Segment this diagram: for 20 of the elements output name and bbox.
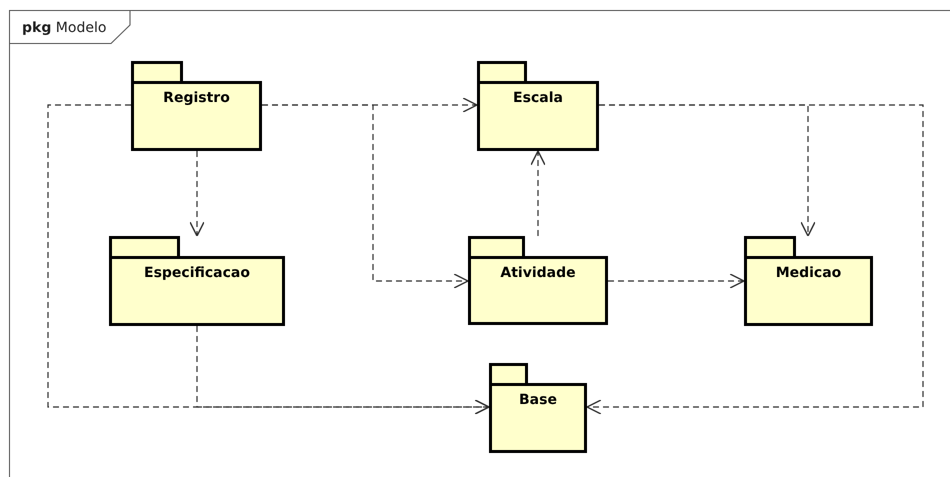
dependency-arrow <box>608 273 745 289</box>
package-name: Registro <box>162 89 231 107</box>
dependency-arrow <box>196 326 490 415</box>
package <box>744 236 873 326</box>
package-frame <box>9 10 950 477</box>
dependency-arrow <box>586 104 924 415</box>
frame-label: pkg Modelo <box>22 19 106 37</box>
package <box>477 61 599 151</box>
package-name: Escala <box>512 89 564 107</box>
dependency-arrow <box>262 104 469 289</box>
package <box>109 236 285 326</box>
dependency-arrow <box>189 151 205 237</box>
package-name: Base <box>518 391 558 409</box>
package <box>468 236 608 325</box>
dependency-arrow <box>530 150 546 236</box>
package-name: Atividade <box>499 264 577 282</box>
package-name: Medicao <box>774 264 842 282</box>
package <box>489 363 587 453</box>
package-name: Especificacao <box>143 264 251 282</box>
package <box>131 61 262 151</box>
